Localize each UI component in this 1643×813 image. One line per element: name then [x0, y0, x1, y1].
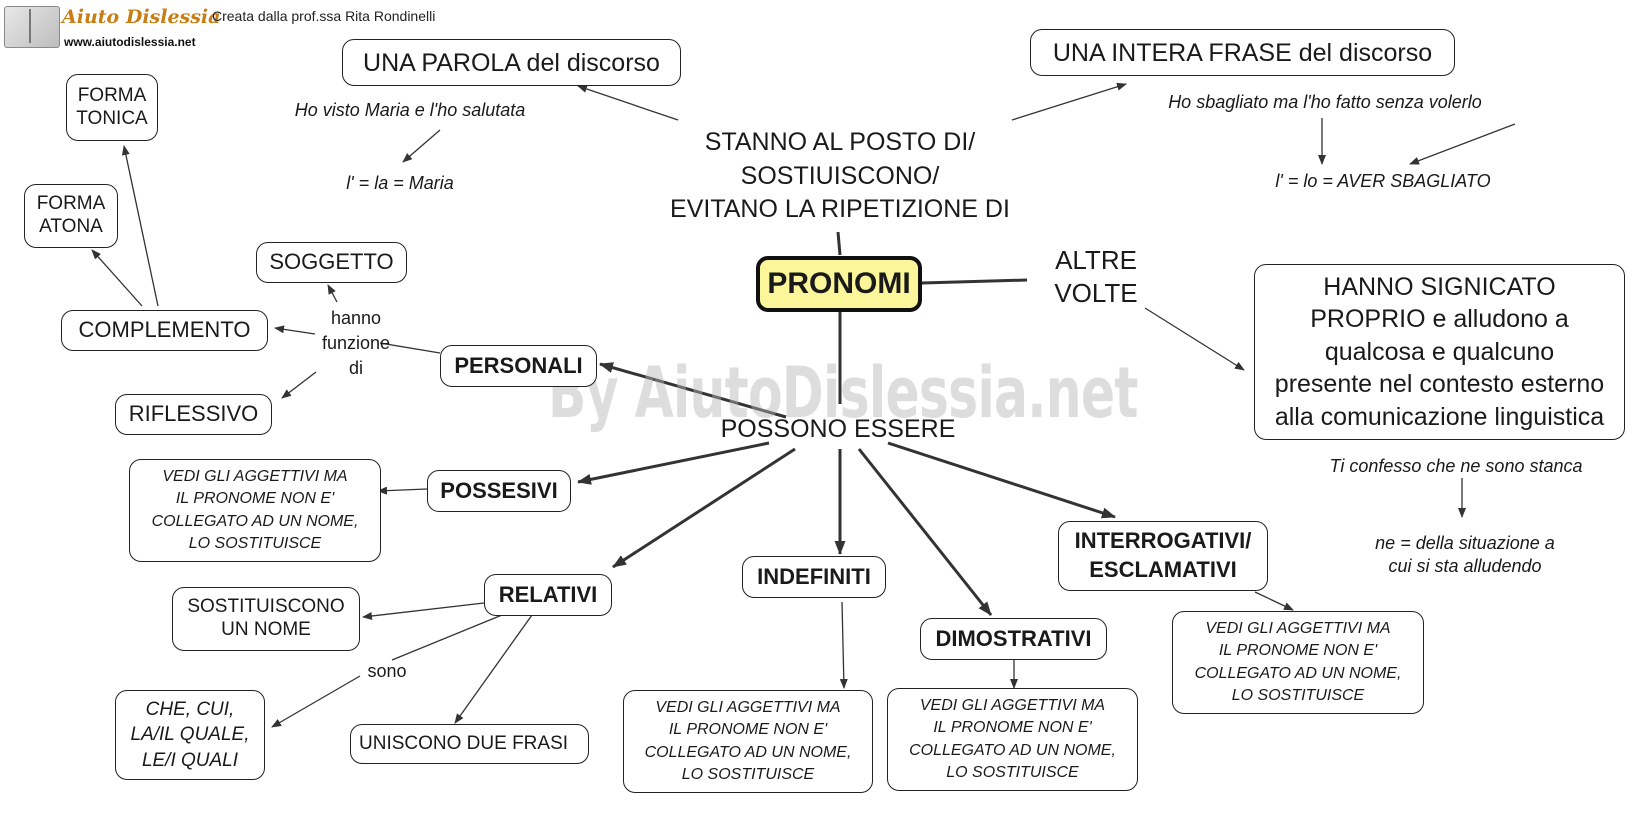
connector-line: [599, 362, 787, 419]
node-hanno-significato-proprio: HANNO SIGNICATO PROPRIO e alludono a qua…: [1254, 264, 1625, 440]
watermark: By AiutoDislessia.net: [548, 352, 1138, 434]
aiutodislessia-logo: Aiuto Dislessia www.aiutodislessia.net: [4, 4, 220, 49]
connector-line: [402, 129, 441, 163]
node-personali: PERSONALI: [440, 345, 597, 387]
node-riflessivo: RIFLESSIVO: [115, 394, 272, 435]
connector-line: [391, 614, 503, 661]
connector-line: [1409, 123, 1516, 165]
node-forma-atona: FORMA ATONA: [24, 184, 118, 248]
note-indefiniti: VEDI GLI AGGETTIVI MA IL PRONOME NON E' …: [623, 690, 873, 793]
connector-line: [271, 675, 361, 728]
node-sostituiscono-un-nome: SOSTITUISCONO UN NOME: [172, 587, 360, 651]
main-node-pronomi: PRONOMI: [756, 256, 922, 312]
author-credit: Creata dalla prof.ssa Rita Rondinelli: [212, 8, 436, 24]
example-una-intera-frase: Ho sbagliato ma l'ho fatto senza volerlo: [1168, 92, 1482, 112]
logo-url: www.aiutodislessia.net: [64, 35, 196, 49]
example-una-parola: Ho visto Maria e l'ho salutata: [294, 100, 526, 120]
link-hanno-funzione-di: hanno funzione di: [321, 308, 391, 379]
example-ne: Ti confesso che ne sono stanca: [1329, 456, 1583, 476]
node-complemento: COMPLEMENTO: [61, 310, 268, 351]
node-che-cui-quale: CHE, CUI, LA/IL QUALE, LE/I QUALI: [115, 690, 265, 780]
note-dimostrativi: VEDI GLI AGGETTIVI MA IL PRONOME NON E' …: [887, 688, 1138, 791]
center-right-text: ALTRE VOLTE: [1054, 245, 1138, 309]
node-soggetto: SOGGETTO: [256, 242, 407, 283]
connector-line: [577, 441, 770, 485]
logo-name: Aiuto Dislessia: [62, 6, 221, 28]
link-sono: sono: [367, 661, 407, 681]
connector-line: [577, 85, 679, 121]
connector-line: [1144, 307, 1245, 371]
connector-line: [1254, 591, 1294, 611]
node-dimostrativi: DIMOSTRATIVI: [920, 618, 1107, 660]
connector-line: [379, 342, 441, 354]
connector-line: [612, 447, 796, 569]
connector-line: [836, 231, 842, 256]
connector-line: [362, 602, 485, 620]
connector-line: [281, 371, 317, 399]
connector-line: [857, 448, 993, 616]
connector-line: [377, 486, 428, 495]
connector-line: [274, 325, 316, 335]
node-forma-tonica: FORMA TONICA: [66, 74, 158, 141]
node-una-parola: UNA PAROLA del discorso: [342, 39, 681, 86]
node-indefiniti: INDEFINITI: [742, 556, 886, 598]
explanation-ne: ne = della situazione a cui si sta allud…: [1375, 533, 1555, 576]
connector-line: [91, 249, 143, 307]
node-uniscono-due-frasi: UNISCONO DUE FRASI: [350, 724, 589, 764]
connector-line: [887, 441, 1116, 519]
explanation-una-intera-frase: l' = lo = AVER SBAGLIATO: [1275, 171, 1491, 191]
connector-line: [839, 601, 848, 689]
explanation-una-parola: l' = la = Maria: [346, 173, 454, 193]
connector-line: [327, 284, 338, 303]
center-above-text: STANNO AL POSTO DI/ SOSTIUISCONO/ EVITAN…: [670, 128, 1010, 223]
node-interrogativi-esclamativi: INTERROGATIVI/ ESCLAMATIVI: [1058, 521, 1268, 591]
note-possesivi: VEDI GLI AGGETTIVI MA IL PRONOME NON E' …: [129, 459, 381, 562]
connector-line: [454, 614, 533, 724]
book-icon: [4, 6, 60, 48]
connector-line: [921, 278, 1028, 285]
connector-line: [1011, 82, 1127, 121]
connector-line: [121, 145, 159, 307]
node-una-intera-frase: UNA INTERA FRASE del discorso: [1030, 29, 1455, 76]
node-possesivi: POSSESIVI: [427, 470, 571, 512]
note-interrogativi: VEDI GLI AGGETTIVI MA IL PRONOME NON E' …: [1172, 611, 1424, 714]
center-below-text: POSSONO ESSERE: [720, 415, 956, 443]
node-relativi: RELATIVI: [484, 574, 612, 616]
